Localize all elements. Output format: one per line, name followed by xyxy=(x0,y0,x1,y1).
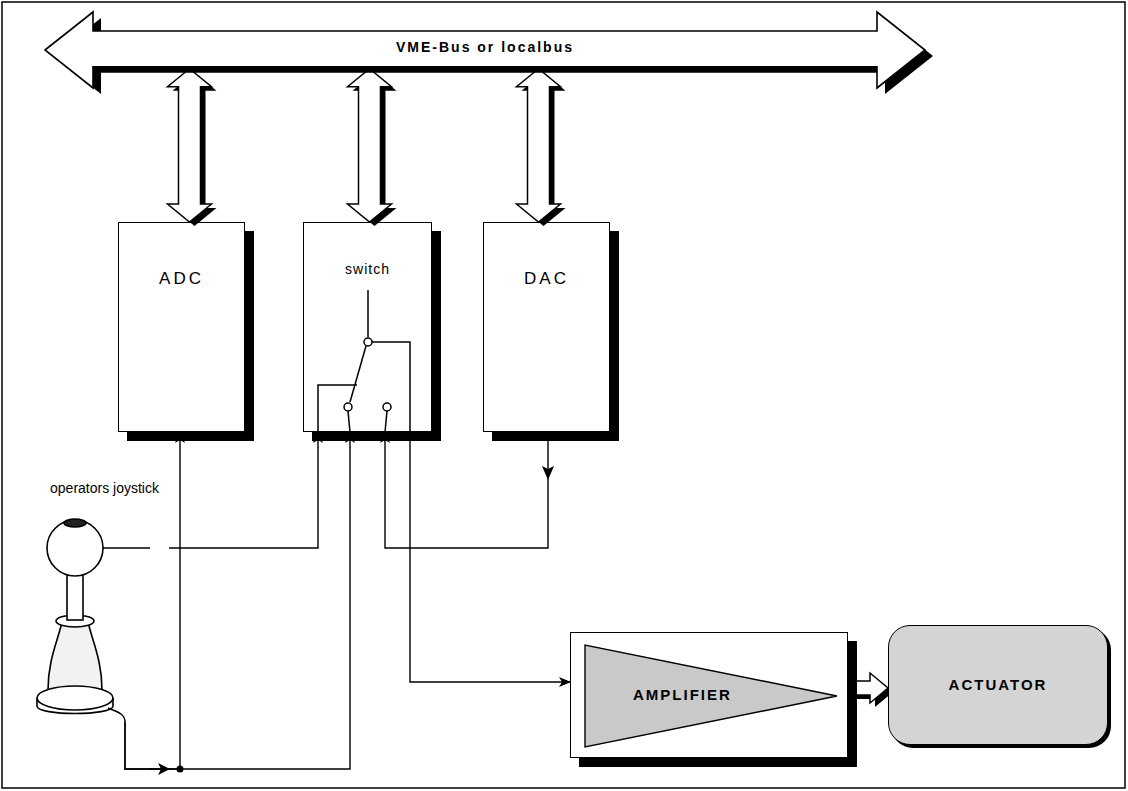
connector xyxy=(848,673,893,707)
connector xyxy=(517,69,566,226)
bus-connector xyxy=(348,69,392,222)
node-label: ACTUATOR xyxy=(949,676,1048,693)
node-label: AMPLIFIER xyxy=(633,686,732,703)
bus-band: VME-Bus or localbus xyxy=(45,12,925,88)
bus-arrow xyxy=(45,12,925,88)
adc-box: ADC xyxy=(118,222,245,432)
switch-box: switch xyxy=(303,222,432,432)
switch-symbol xyxy=(318,290,410,432)
junction-dot xyxy=(177,766,184,773)
base-wire xyxy=(108,708,125,722)
connector xyxy=(348,69,397,226)
dac-box: DAC xyxy=(483,222,610,432)
connector xyxy=(168,69,217,226)
node-label: DAC xyxy=(524,269,569,289)
connector xyxy=(410,432,570,682)
signal-wire xyxy=(169,432,318,548)
amplifier-symbol xyxy=(585,645,837,747)
node-label: operators joystick xyxy=(50,480,159,496)
joystick: operators joystick xyxy=(40,478,169,722)
connector xyxy=(169,432,318,548)
node-label: switch xyxy=(345,261,390,277)
amplifier-box: AMPLIFIER xyxy=(570,632,848,758)
button-wire xyxy=(103,547,150,548)
actuator-box: ACTUATOR xyxy=(888,625,1108,745)
node-label: ADC xyxy=(159,269,204,289)
dac-output-arrowhead xyxy=(542,466,554,480)
feed-arrowhead xyxy=(158,763,170,775)
node-label: VME-Bus or localbus xyxy=(396,39,574,55)
joystick-drawing xyxy=(37,519,113,714)
bus-connector xyxy=(517,69,561,222)
bus-connector xyxy=(168,69,212,222)
signal-wire xyxy=(410,432,570,682)
bus-connector xyxy=(848,673,888,703)
